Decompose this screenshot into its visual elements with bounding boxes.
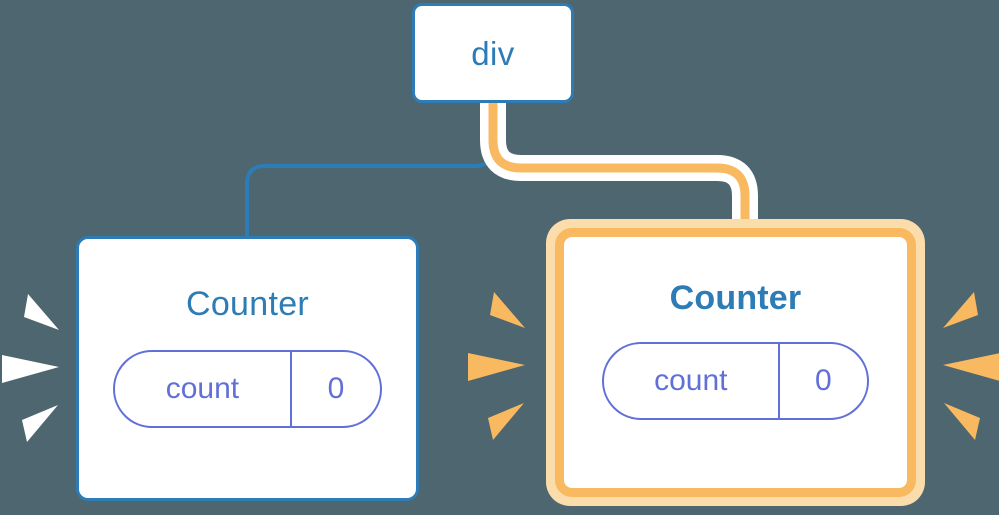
sparkle-burst-left-white-icon	[2, 294, 59, 442]
node-counter-left-label: Counter	[185, 285, 310, 323]
state-key-right: count	[654, 364, 728, 397]
sparkle-ray-icon	[490, 292, 525, 328]
node-counter-right-label: Counter	[669, 279, 802, 317]
state-value-right: 0	[777, 344, 867, 418]
state-key-left: count	[165, 372, 240, 405]
state-pill-right: count 0	[602, 342, 869, 420]
sparkle-burst-right-orange-icon	[943, 292, 999, 440]
sparkle-ray-icon	[943, 353, 999, 381]
edge-halo-div-to-counter-right	[480, 103, 758, 228]
node-counter-right-inner: Counter count 0	[555, 228, 916, 497]
node-counter-right[interactable]: Counter count 0	[546, 219, 925, 506]
sparkle-ray-icon	[488, 403, 524, 440]
sparkle-ray-icon	[22, 405, 58, 442]
sparkle-ray-icon	[24, 294, 59, 330]
node-div-label: div	[471, 34, 515, 72]
state-value-left: 0	[289, 352, 380, 426]
sparkle-ray-icon	[943, 292, 978, 328]
sparkle-burst-middle-orange-icon	[468, 292, 525, 440]
state-pill-left: count 0	[113, 350, 382, 428]
node-counter-left[interactable]: Counter count 0	[76, 236, 419, 501]
sparkle-ray-icon	[944, 403, 980, 440]
sparkle-ray-icon	[2, 355, 59, 383]
edge-div-to-counter-left	[245, 103, 495, 238]
sparkle-ray-icon	[468, 353, 525, 381]
node-div[interactable]: div	[412, 3, 574, 103]
edge-div-to-counter-right	[488, 103, 750, 228]
